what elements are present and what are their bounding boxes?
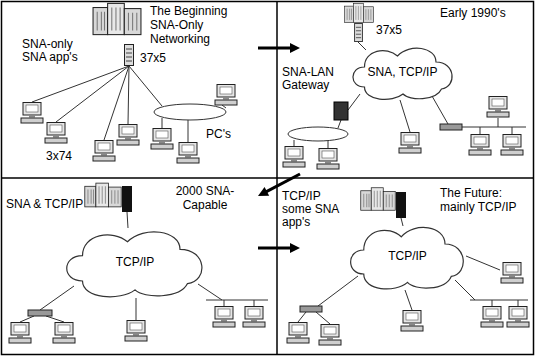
- era-heading: The Future: mainly TCP/IP: [440, 186, 526, 214]
- terminal-icon: [21, 103, 43, 124]
- pc-icon: [501, 135, 523, 156]
- controller-icon: [125, 45, 134, 66]
- era-heading: 2000 SNA-Capable: [168, 184, 242, 212]
- pc-icon: [317, 149, 339, 170]
- pc-icon: [9, 323, 31, 344]
- pc-icon: [487, 97, 509, 118]
- pc-icon: [53, 323, 75, 344]
- era-heading: The Beginning SNA-Only Networking: [150, 4, 234, 46]
- mainframe-icon: [85, 183, 121, 207]
- hub-icon: [28, 310, 52, 316]
- arrow-head: [290, 43, 300, 53]
- controller-icon: [122, 186, 132, 212]
- pc-icon: [469, 135, 491, 156]
- cloud-shape: [67, 232, 202, 297]
- arrow-head: [258, 187, 269, 196]
- arrow-shaft: [258, 247, 291, 250]
- terminal-icon: [45, 123, 67, 144]
- era-panel: The Beginning SNA-Only Networking: [4, 4, 258, 174]
- hub-icon: [300, 306, 322, 312]
- device-label: 37x5: [140, 52, 166, 65]
- pc-icon: [401, 311, 423, 332]
- device-label: SNA-only SNA app's: [22, 38, 84, 64]
- era-panel: Early 1990'sSNA, TCP/IP: [300, 4, 529, 174]
- device-label: PC's: [206, 128, 231, 141]
- pc-icon: [125, 321, 147, 342]
- device-label: SNA-LAN Gateway: [282, 66, 338, 92]
- terminal-icon: [93, 141, 115, 162]
- device-label: 3x74: [46, 150, 72, 163]
- cloud-shape: [352, 48, 451, 99]
- device-label: TCP/IP some SNA app's: [282, 190, 352, 229]
- cloud-label: TCP/IP: [116, 255, 155, 269]
- pc-icon: [507, 307, 529, 328]
- controller-icon: [396, 192, 406, 218]
- pc-icon: [399, 133, 421, 154]
- cloud-shape: [351, 227, 464, 289]
- cloud-label: SNA, TCP/IP: [368, 65, 438, 79]
- quadrant-divider: [1, 177, 534, 179]
- pc-icon: [319, 325, 341, 346]
- pc-icon: [287, 323, 309, 344]
- hub-icon: [440, 124, 462, 130]
- transition-arrow: [258, 43, 300, 53]
- pc-icon: [215, 85, 237, 106]
- network-wires: [20, 212, 268, 322]
- network-cloud: SNA, TCP/IP: [348, 42, 458, 102]
- pc-icon: [243, 307, 265, 328]
- controller-icon: [355, 23, 363, 41]
- mainframe-icon: [93, 3, 141, 34]
- pc-icon: [151, 129, 173, 150]
- terminal-icon: [117, 125, 139, 146]
- cloud-label: TCP/IP: [388, 249, 427, 263]
- pc-icon: [501, 263, 523, 284]
- pc-icon: [283, 147, 305, 168]
- era-heading: Early 1990's: [440, 6, 520, 20]
- gateway-icon: [334, 102, 348, 120]
- device-label: 37x5: [376, 24, 402, 37]
- network-cloud: TCP/IP: [60, 224, 210, 300]
- device-label: SNA & TCP/IP: [6, 198, 83, 211]
- transition-arrow: [258, 243, 300, 253]
- pc-icon: [213, 307, 235, 328]
- mainframe-icon: [345, 4, 374, 23]
- arrow-shaft: [258, 47, 291, 50]
- pc-icon: [481, 307, 503, 328]
- arrow-head: [290, 243, 300, 253]
- mainframe-icon: [361, 188, 396, 211]
- network-cloud: TCP/IP: [345, 220, 470, 292]
- pc-icon: [177, 143, 199, 164]
